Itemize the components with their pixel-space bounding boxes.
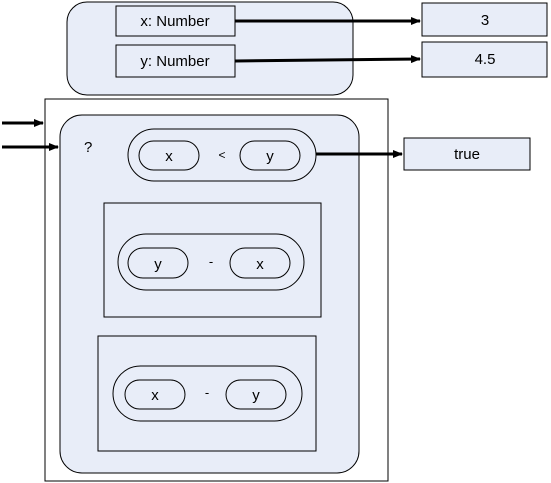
else-right-text: y (252, 387, 260, 404)
else-left-operand (124, 379, 186, 410)
variable-x-box (115, 5, 236, 37)
condition-result-box (403, 137, 531, 171)
value-x-box (421, 2, 548, 37)
then-left-text: y (154, 256, 162, 273)
condition-result-text: true (454, 146, 480, 163)
else-operator: - (205, 385, 209, 400)
then-right-operand (229, 247, 291, 279)
then-operator: - (209, 254, 213, 269)
variable-y-box (115, 44, 236, 78)
else-left-text: x (151, 387, 159, 404)
then-left-operand (127, 247, 189, 279)
condition-left-text: x (165, 148, 173, 165)
value-y-text: 4.5 (475, 51, 496, 68)
value-y-box (421, 41, 548, 78)
condition-right-operand (239, 140, 301, 171)
value-x-text: 3 (481, 12, 489, 29)
variable-x-label: x: Number (140, 13, 209, 30)
variable-y-label: y: Number (140, 53, 209, 70)
condition-left-operand (138, 140, 200, 171)
else-right-operand (225, 379, 287, 410)
condition-right-text: y (266, 148, 274, 165)
condition-operator: < (218, 148, 225, 162)
arrow-y-to-value (234, 55, 421, 64)
conditional-symbol: ? (84, 139, 92, 156)
then-right-text: x (256, 256, 264, 273)
